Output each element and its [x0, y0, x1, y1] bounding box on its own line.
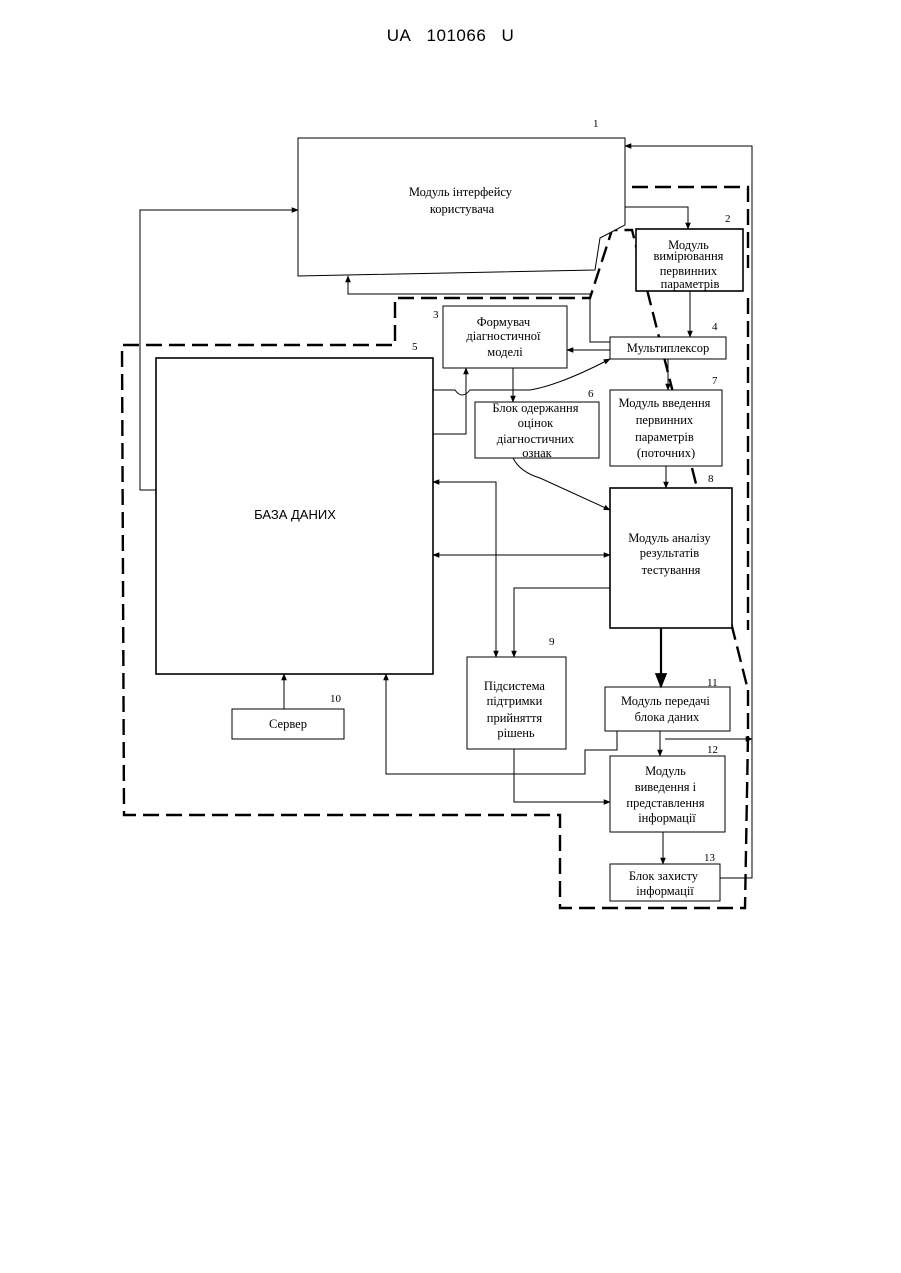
link-6-to-8 [513, 458, 610, 510]
link-db-9-bidir [433, 482, 496, 657]
link-ui-to-2 [625, 207, 688, 229]
block-4-number: 4 [712, 321, 718, 333]
block-13-label: Блок захисту інформації [629, 869, 701, 898]
block-10-label: Сервер [269, 717, 307, 731]
block-4-label: Мультиплексор [627, 341, 709, 355]
block-11-number: 11 [707, 677, 718, 689]
block-3-number: 3 [433, 309, 439, 321]
block-10-number: 10 [330, 693, 342, 705]
link-9-to-12 [514, 749, 610, 802]
block-2-number: 2 [725, 213, 731, 225]
block-1-number: 1 [593, 118, 599, 130]
block-12-number: 12 [707, 744, 718, 756]
block-6-number: 6 [588, 388, 594, 400]
block-7-number: 7 [712, 375, 718, 387]
link-8-to-9 [514, 588, 610, 657]
block-5-label: БАЗА ДАНИХ [254, 507, 336, 522]
block-13-number: 13 [704, 852, 716, 864]
link-db-to-3 [433, 368, 466, 434]
block-5-number: 5 [412, 341, 418, 353]
block-9-number: 9 [549, 636, 555, 648]
block-8-number: 8 [708, 473, 714, 485]
